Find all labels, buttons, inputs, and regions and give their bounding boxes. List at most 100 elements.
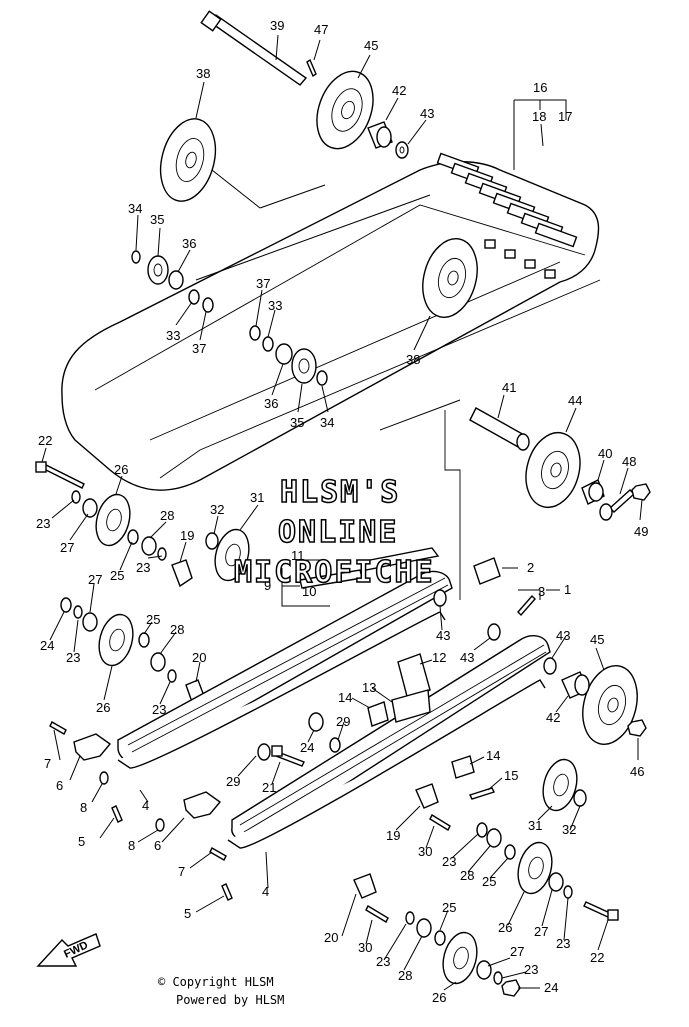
- washer-43-top: [395, 141, 409, 159]
- axle-39: [200, 10, 308, 86]
- nut-29-b: [257, 743, 271, 761]
- washer-28-c: [486, 828, 502, 848]
- copyright-text: © Copyright HLSM: [158, 975, 274, 989]
- callout: 8: [80, 800, 87, 815]
- watermark-line-2: ONLINE: [278, 515, 398, 550]
- callout: 7: [178, 864, 185, 879]
- washer-23-c: [73, 605, 83, 619]
- bolt-15: [469, 787, 495, 800]
- callout: 25: [442, 900, 456, 915]
- bracket-19-b: [415, 783, 439, 809]
- bracket-2: [473, 557, 501, 585]
- crossbar-9-10-11: [299, 547, 440, 589]
- callout: 45: [364, 38, 378, 53]
- callout-labels: 39 47 45 42 43 38 16 18 17 34 35 36 37 3…: [36, 18, 648, 1005]
- bolt-21: [271, 745, 305, 767]
- callout: 33: [166, 328, 180, 343]
- callout: 23: [66, 650, 80, 665]
- washer-27-d: [476, 960, 492, 980]
- callout: 23: [524, 962, 538, 977]
- powered-by-text: Powered by HLSM: [176, 993, 284, 1007]
- callout: 23: [442, 854, 456, 869]
- callout: 36: [182, 236, 196, 251]
- washer-23-h: [493, 971, 503, 985]
- callout: 38: [406, 352, 420, 367]
- callout: 3: [538, 584, 545, 599]
- nut-24-a: [60, 597, 72, 613]
- callout: 39: [270, 18, 284, 33]
- callout: 4: [142, 798, 149, 813]
- callout: 34: [128, 201, 142, 216]
- washer-23-b: [157, 547, 167, 561]
- callout: 5: [78, 834, 85, 849]
- callout: 28: [460, 868, 474, 883]
- callout: 37: [256, 276, 270, 291]
- watermark: HLSM'S ONLINE MICROFICHE: [233, 474, 433, 591]
- callout: 23: [152, 702, 166, 717]
- bolt-22-b: [583, 901, 619, 921]
- callout: 28: [170, 622, 184, 637]
- callout: 28: [398, 968, 412, 983]
- callout: 25: [482, 874, 496, 889]
- callout: 40: [598, 446, 612, 461]
- pin-47: [306, 58, 317, 78]
- washer-23-e: [476, 822, 488, 838]
- callout: 27: [60, 540, 74, 555]
- bolt-30-a: [429, 814, 451, 831]
- callout: 35: [150, 212, 164, 227]
- callout: 24: [40, 638, 54, 653]
- bolt-7-b: [209, 847, 227, 861]
- callout: 43: [460, 650, 474, 665]
- callout: 21: [262, 780, 276, 795]
- callout: 41: [502, 380, 516, 395]
- callout: 6: [56, 778, 63, 793]
- wheel-26-c: [517, 841, 553, 895]
- bolt-7-a: [49, 721, 67, 735]
- callout: 49: [634, 524, 648, 539]
- callout: 20: [192, 650, 206, 665]
- washer-43-mid-b: [487, 623, 501, 641]
- wheel-38-left: [159, 118, 217, 202]
- callout: 2: [527, 560, 534, 575]
- callout: 25: [146, 612, 160, 627]
- washer-24-mid: [308, 712, 324, 732]
- bracket-6-b: [183, 791, 222, 819]
- callout: 47: [314, 22, 328, 37]
- wheel-31-b: [542, 758, 578, 812]
- screw-5-a: [111, 805, 123, 823]
- slide-rail-4-right: [227, 634, 551, 849]
- callout: 26: [114, 462, 128, 477]
- screw-5-b: [221, 883, 233, 901]
- callout: 20: [324, 930, 338, 945]
- callout: 29: [336, 714, 350, 729]
- callout: 10: [302, 584, 316, 599]
- wheel-38-right: [422, 238, 478, 318]
- callout: 17: [558, 109, 572, 124]
- callout: 24: [544, 980, 558, 995]
- callout: 9: [264, 578, 271, 593]
- callout: 22: [38, 433, 52, 448]
- callout: 24: [300, 740, 314, 755]
- callout: 27: [88, 572, 102, 587]
- callout: 46: [630, 764, 644, 779]
- washer-8-b: [155, 818, 165, 832]
- washer-27-a: [82, 498, 98, 518]
- callout: 27: [534, 924, 548, 939]
- callout: 11: [291, 548, 305, 563]
- callout: 26: [96, 700, 110, 715]
- washer-43-right: [543, 657, 557, 675]
- bolt-22: [35, 461, 85, 489]
- callout: 33: [268, 298, 282, 313]
- wheel-26-a: [95, 493, 131, 547]
- bolt-3: [517, 594, 536, 617]
- block-14-b: [451, 755, 475, 779]
- collar-42-right: [561, 671, 590, 699]
- callout: 1: [564, 582, 571, 597]
- callout: 22: [590, 950, 604, 965]
- callout: 4: [262, 884, 269, 899]
- bracket-20-b: [353, 873, 377, 899]
- washer-23-g: [405, 911, 415, 925]
- collar-40: [581, 479, 605, 505]
- callout: 36: [264, 396, 278, 411]
